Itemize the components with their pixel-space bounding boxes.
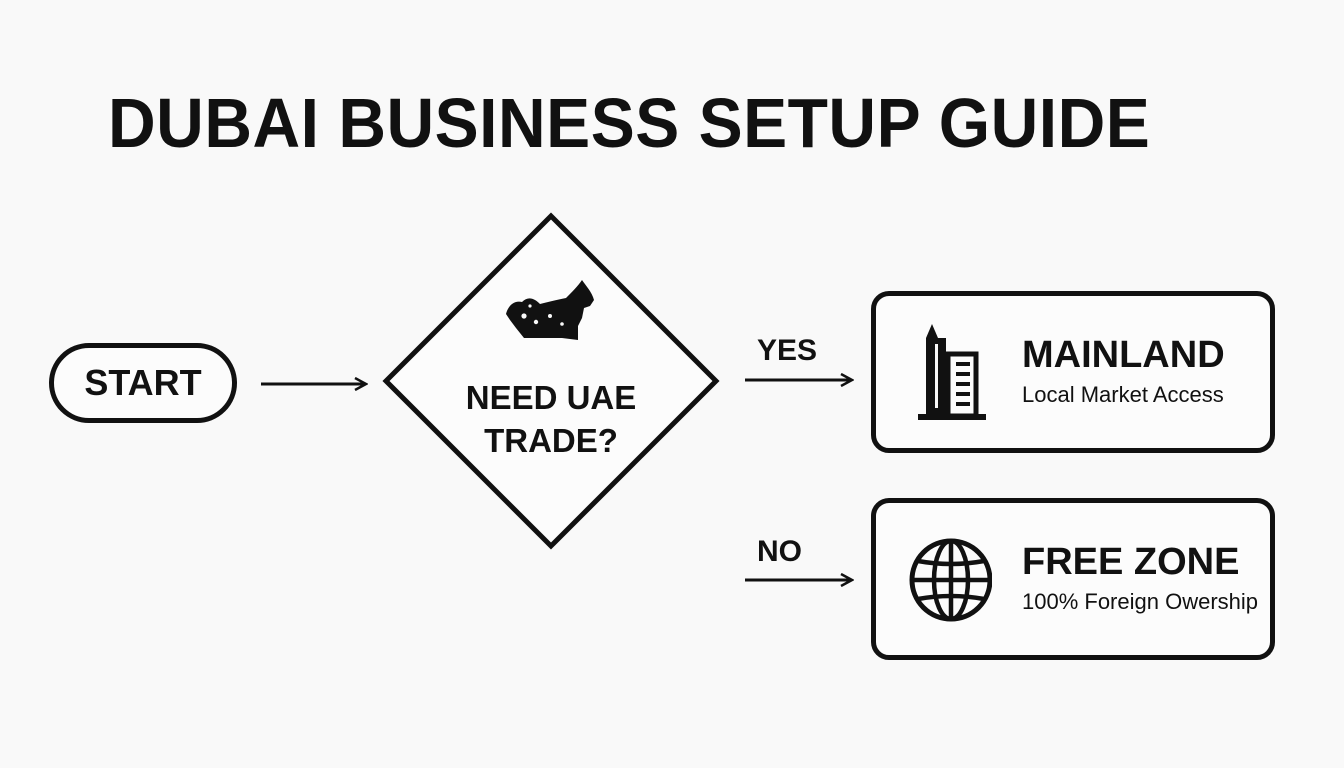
freezone-outcome-box: FREE ZONE 100% Foreign Owership: [871, 498, 1275, 660]
building-icon: [918, 324, 986, 420]
decision-question-line-1: NEED UAE: [465, 379, 637, 416]
decision-question-line-2: TRADE?: [484, 422, 618, 459]
decision-diamond: [382, 212, 720, 550]
mainland-subtitle: Local Market Access: [1022, 382, 1224, 407]
start-node: START: [49, 343, 237, 423]
branch-yes-label: YES: [757, 334, 818, 367]
freezone-subtitle: 100% Foreign Owership: [1022, 589, 1259, 614]
mainland-outcome-box: MAINLAND Local Market Access: [871, 291, 1275, 453]
uae-map-icon: [506, 280, 594, 340]
branch-no-label: NO: [757, 535, 802, 568]
freezone-title: FREE ZONE: [1022, 541, 1240, 583]
globe-icon: [909, 538, 992, 622]
page-title: DUBAI BUSINESS SETUP GUIDE: [108, 83, 1151, 162]
decision-question: NEED UAE TRADE?: [430, 376, 672, 462]
mainland-title: MAINLAND: [1022, 334, 1225, 376]
start-label: START: [84, 362, 202, 403]
